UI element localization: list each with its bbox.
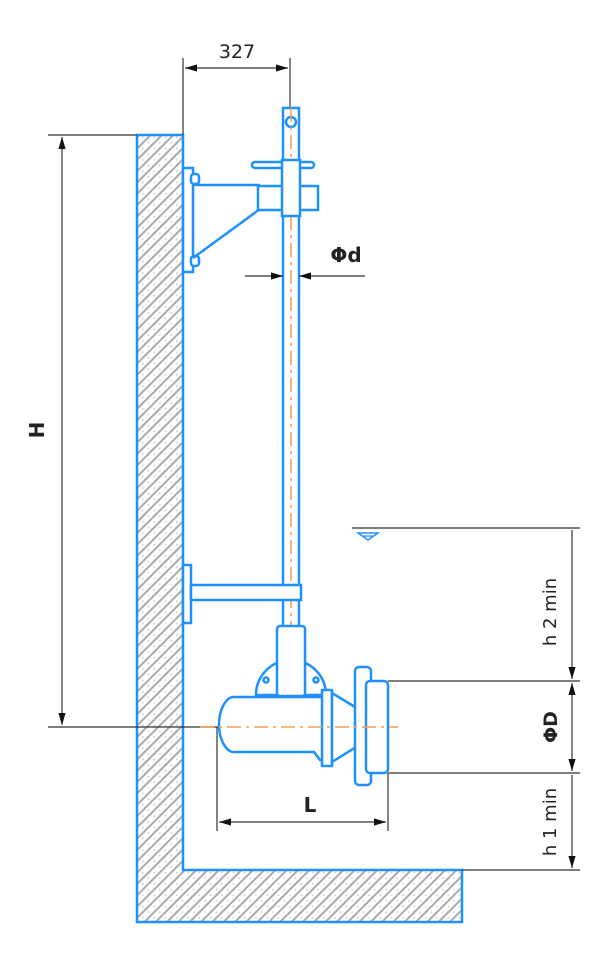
dimension-l-label: L [304,793,317,817]
dimension-h-label: H [25,422,49,439]
dimension-327-label: 327 [219,41,255,63]
top-bracket [181,158,320,274]
lower-bracket [181,563,303,625]
dimension-phi-d-label: Φd [330,243,361,267]
mixer-motor [200,624,398,787]
dimension-327: 327 [182,41,291,135]
dimension-phi-d: Φd [245,243,365,280]
dimension-h1min-label: h 1 min [540,788,561,856]
dimension-h2min-label: h 2 min [540,578,561,646]
dimension-phi-D-label: ΦD [540,711,562,743]
dimension-h: H [25,134,218,728]
dimension-right: h 2 min ΦD h 1 min [388,530,580,871]
water-level [352,527,580,541]
dimension-l: L [216,727,389,831]
